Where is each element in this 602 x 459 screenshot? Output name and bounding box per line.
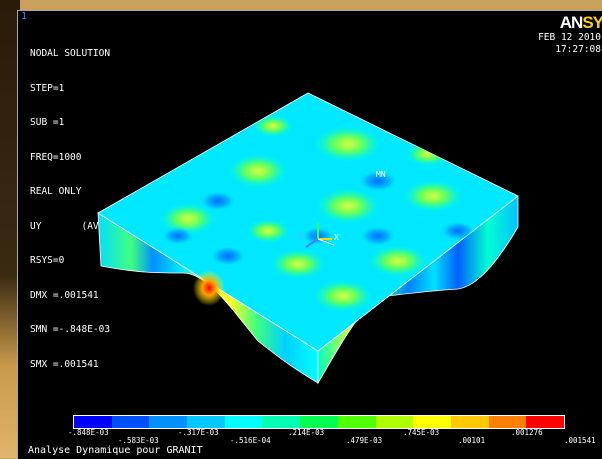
axis-z-label: Z [299, 232, 304, 240]
plot-caption: Analyse Dynamique pour GRANIT [28, 445, 203, 456]
plate-right-face [317, 195, 519, 385]
legend-swatch [262, 416, 301, 428]
info-line: UY (AVG) [30, 220, 111, 232]
axis-x-label: X [334, 233, 339, 242]
legend-tick: .00101 [458, 436, 486, 445]
legend-swatch [526, 416, 564, 428]
info-line: STEP=1 [30, 82, 65, 94]
legend-swatch [337, 416, 376, 428]
info-line: RSYS=0 [30, 255, 65, 266]
legend-swatch [149, 416, 188, 428]
legend-tick: .479E-03 [346, 436, 383, 445]
contour-legend-bar [73, 415, 565, 429]
min-marker: MN [376, 170, 386, 179]
info-line: SMX =.001541 [30, 358, 99, 370]
date-text: FEB 12 2010 [538, 32, 601, 43]
legend-tick: .745E-03 [403, 428, 440, 437]
info-line: SMN =-.848E-03 [30, 324, 111, 335]
contour-plot [97, 92, 519, 385]
time-text: 17:27:08 [555, 43, 601, 55]
logo-part-2: SY [582, 13, 602, 32]
window-number: 1 [21, 11, 28, 22]
desktop-background [0, 0, 20, 458]
legend-tick: .001276 [511, 428, 543, 437]
solution-info-block: NODAL SOLUTION STEP=1 SUB =1 FREQ=1000 R… [30, 25, 110, 393]
legend-tick: .001541 [564, 436, 596, 445]
info-line: NODAL SOLUTION [30, 48, 111, 59]
legend-tick: -.317E-03 [178, 428, 219, 437]
legend-swatch [74, 416, 112, 428]
legend-swatch [450, 416, 489, 428]
ansys-logo: ANSY [560, 13, 602, 33]
legend-swatch [488, 416, 527, 428]
logo-part-1: AN [559, 13, 584, 32]
legend-swatch [187, 416, 225, 428]
graphics-viewport[interactable]: 1 NODAL SOLUTION STEP=1 SUB =1 FREQ=1000… [17, 10, 602, 459]
info-line: REAL ONLY [30, 186, 82, 197]
legend-swatch [300, 416, 338, 428]
legend-tick: .214E-03 [288, 428, 325, 437]
legend-swatch [224, 416, 263, 428]
info-line: DMX =.001541 [30, 289, 99, 301]
legend-swatch [375, 416, 414, 428]
legend-swatch [111, 416, 150, 428]
legend-tick: -.516E-04 [230, 436, 271, 445]
legend-tick: -.583E-03 [118, 436, 159, 445]
legend-swatch [413, 416, 451, 428]
info-line: FREQ=1000 [30, 151, 82, 163]
legend-tick: -.848E-03 [68, 428, 109, 437]
info-line: SUB =1 [30, 117, 65, 128]
timestamp: FEB 12 2010 17:27:08 [538, 32, 601, 55]
